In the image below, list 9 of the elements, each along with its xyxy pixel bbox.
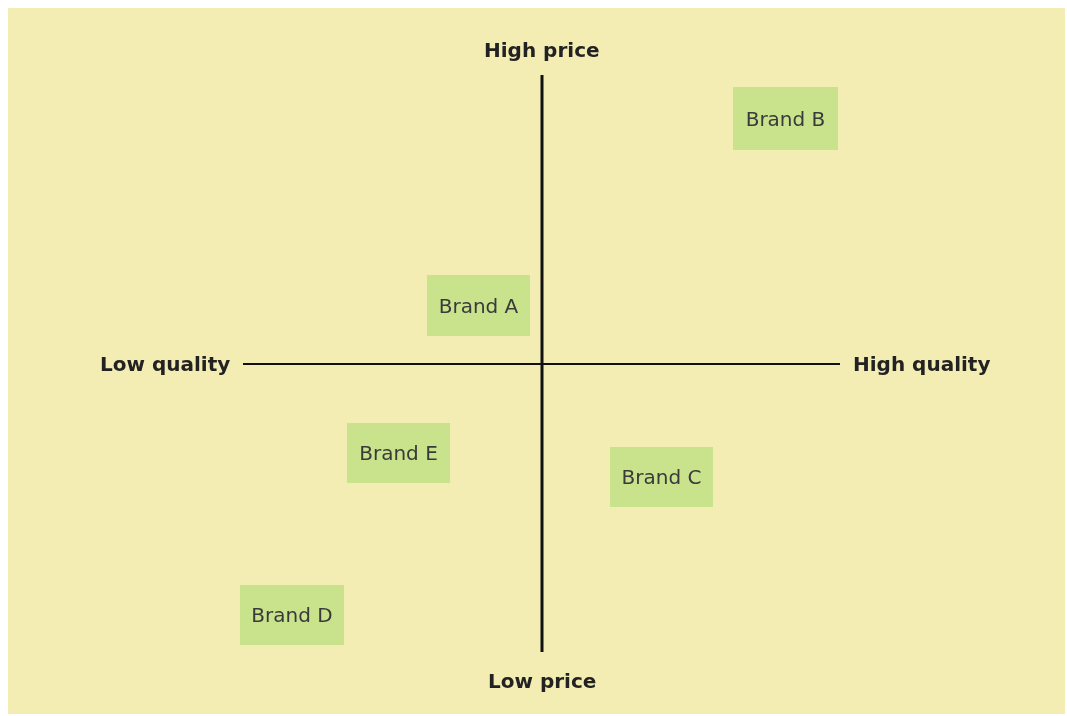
- axis-label: Low price: [488, 669, 597, 693]
- position-box: Brand B: [733, 87, 838, 150]
- position-box: Brand C: [610, 447, 713, 507]
- axis-label: High quality: [853, 352, 991, 376]
- position-box: Brand E: [347, 423, 450, 483]
- position-box: Brand D: [240, 585, 344, 645]
- axis-label: Low quality: [100, 352, 231, 376]
- position-box: Brand A: [427, 275, 530, 336]
- axis-label: High price: [484, 38, 600, 62]
